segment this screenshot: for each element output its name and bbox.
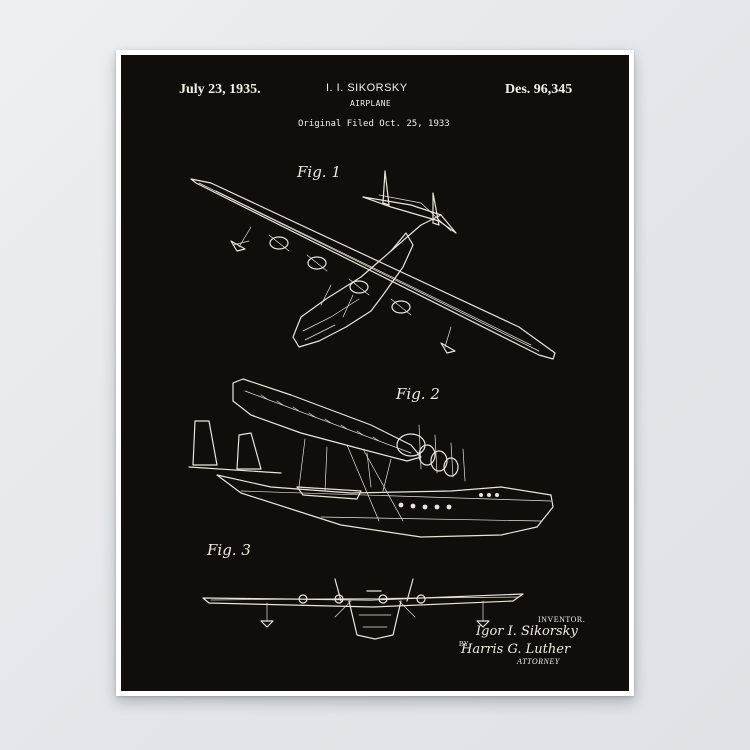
inventor-signature: Igor I. Sikorsky xyxy=(476,624,578,639)
fig2-airplane-drawing xyxy=(189,379,553,537)
patent-poster: July 23, 1935. I. I. SIKORSKY AIRPLANE O… xyxy=(121,55,629,691)
fig3-airplane-drawing xyxy=(203,579,523,639)
fig2-label: Fig. 2 xyxy=(396,385,440,403)
patent-drawings xyxy=(121,55,629,691)
fig1-label: Fig. 1 xyxy=(297,163,341,181)
inventor-label: INVENTOR. xyxy=(538,615,585,624)
attorney-label: ATTORNEY xyxy=(517,657,560,666)
fig1-airplane-drawing xyxy=(191,171,555,359)
fig3-label: Fig. 3 xyxy=(207,541,251,559)
attorney-signature: Harris G. Luther xyxy=(461,642,570,657)
